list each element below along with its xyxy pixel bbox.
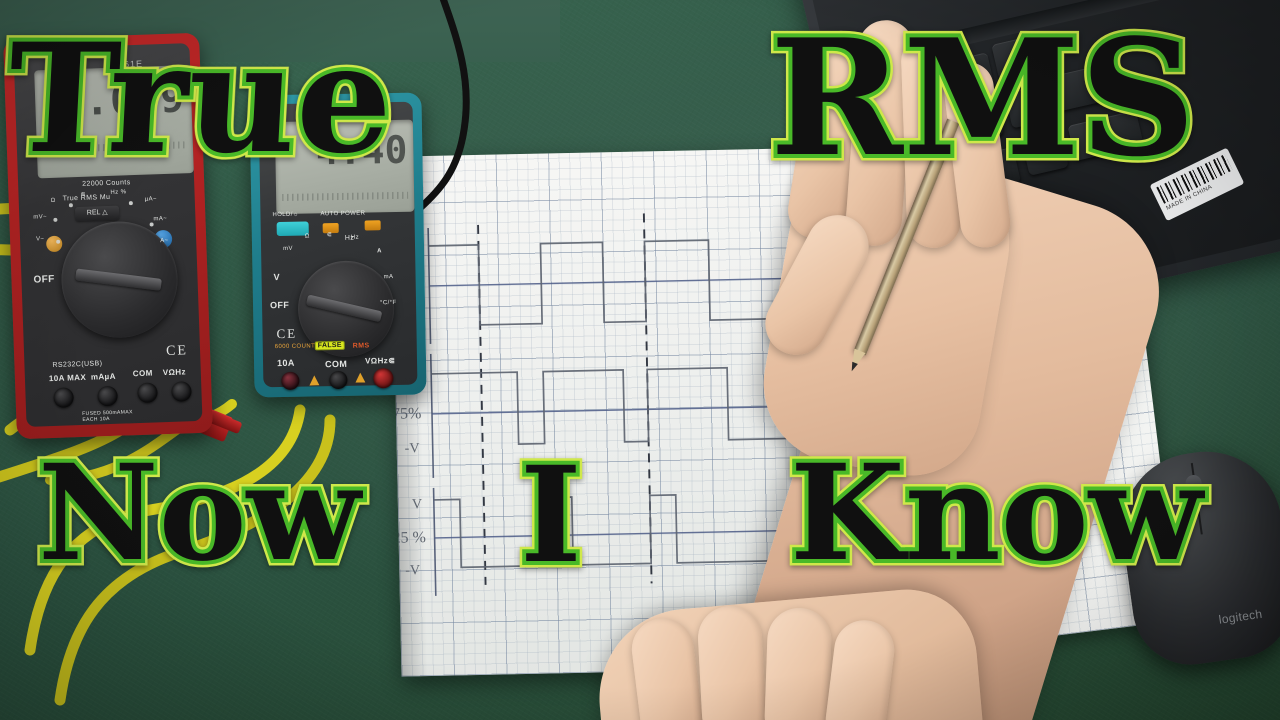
red-jack-vohmhz[interactable]: [171, 381, 192, 402]
plot-50-zeroline: [429, 277, 794, 287]
red-meter-counts: 22000 Counts: [82, 179, 131, 188]
red-dial-diode: ⋐: [80, 191, 87, 198]
teal-meter-ce: CE: [276, 325, 298, 342]
plot-75-zeroline: [431, 405, 796, 415]
plot-25-waveform: [433, 493, 800, 569]
teal-meter-bargraph: [282, 191, 409, 201]
plot-25-percent-label: 25 %: [392, 529, 426, 547]
plot-25-bottom-label: -V: [405, 563, 420, 578]
key-blank-7[interactable]: [1021, 131, 1069, 176]
plot-50-waveform: [428, 239, 795, 326]
teal-dial-ohm: Ω: [304, 233, 310, 240]
teal-dial-hz: Hz: [350, 234, 360, 241]
teal-jack-10a[interactable]: [281, 371, 300, 391]
red-dial-dot-3: [68, 203, 73, 208]
teal-jack-label-vohmhz: VΩHz⋐: [364, 356, 396, 366]
teal-warning-triangle-2: [355, 373, 365, 383]
red-meter-face: UT61E 1.039 AUTO 22000 Counts True RMS M…: [13, 43, 203, 427]
teal-dial-mv: mV: [283, 245, 293, 252]
teal-jack-vohmhz[interactable]: [373, 368, 394, 389]
left-finger-3: [763, 606, 833, 720]
red-jack-label-maua: mAµA: [90, 371, 116, 382]
teal-dial-temp: °C/°F: [379, 299, 397, 307]
plot-75-waveform: [431, 366, 797, 445]
plot-75-bottom-label: -V: [405, 441, 420, 456]
red-jack-10a[interactable]: [53, 387, 74, 408]
red-dial-hz: Hz %: [110, 189, 127, 196]
red-multimeter[interactable]: UT61E 1.039 AUTO 22000 Counts True RMS M…: [3, 32, 213, 440]
red-dial-dot-4: [128, 201, 133, 206]
red-meter-lcd: 1.039 AUTO: [34, 65, 194, 179]
timing-dash-1: [477, 224, 487, 585]
teal-dial-ma: mA: [383, 274, 394, 281]
teal-dial-v: V: [273, 272, 281, 283]
red-dial-dot-2: [53, 217, 58, 222]
yellow-lead-3: [24, 404, 306, 656]
plot-75-yaxis: [429, 353, 435, 478]
red-meter-dial-pointer: [75, 268, 162, 291]
red-meter-rms-label: True RMS Mu: [62, 193, 111, 203]
key-spacebar[interactable]: [1067, 110, 1144, 162]
key-blank-2[interactable]: [1004, 84, 1052, 129]
teal-meter-lcd: 4.40: [274, 119, 415, 215]
red-jack-label-com: COM: [132, 368, 153, 379]
teal-meter-orange-button-2[interactable]: [364, 220, 381, 231]
plot-25-yaxis: [432, 487, 437, 596]
left-finger-2: [696, 604, 768, 720]
yellow-lead-4: [54, 414, 336, 706]
red-jack-label-10a: 10A MAX: [48, 372, 87, 384]
mouse-brand-label: logitech: [1217, 606, 1264, 627]
teal-meter-hold-label: HOLD/☼: [272, 211, 299, 219]
teal-meter-reading: 4.40: [315, 127, 408, 174]
red-meter-auto: AUTO: [44, 127, 67, 138]
teal-jack-com[interactable]: [329, 370, 348, 390]
mouse-scroll-wheel[interactable]: [1184, 473, 1205, 506]
red-jack-label-vohmhz: VΩHz: [162, 367, 187, 378]
key-blank-8[interactable]: [1051, 63, 1115, 112]
plot-25-top-label: V: [412, 497, 422, 512]
red-meter-bargraph: [42, 141, 187, 154]
teal-meter-autopower-label: AUTO POWER: [320, 210, 366, 218]
red-meter-reading: 1.039: [59, 75, 187, 126]
red-meter-rel-button[interactable]: REL △: [74, 205, 120, 222]
teal-meter-rms-printed: RMS: [352, 342, 370, 350]
red-dial-dot-5: [149, 222, 154, 227]
teal-jack-label-10a: 10A: [276, 357, 295, 369]
black-cable: [416, 0, 470, 212]
plot-25-zeroline: [434, 529, 799, 539]
teal-warning-triangle-1: [309, 375, 319, 385]
red-meter-serial-label: RS232C(USB): [52, 360, 103, 370]
false-rms-sticker: FALSE: [314, 340, 345, 351]
red-dial-ma: mA~: [153, 215, 168, 223]
teal-meter-dial-pointer: [305, 294, 383, 323]
red-dial-a: A~: [160, 237, 169, 245]
plot-75: V 75% -V: [392, 353, 797, 478]
red-jack-com[interactable]: [137, 382, 158, 404]
red-dial-ohm: Ω: [50, 197, 56, 204]
teal-jack-label-com: COM: [324, 358, 348, 370]
red-jack-maua[interactable]: [97, 385, 118, 407]
red-dial-v: V~: [35, 236, 45, 243]
teal-dial-off: OFF: [269, 299, 290, 311]
plot-75-percent-label: 75%: [392, 405, 422, 423]
red-meter-fuse-note: FUSED 500mAMAX EACH 10A: [82, 409, 133, 424]
red-meter-ce: CE: [165, 343, 189, 360]
teal-dial-a: A: [377, 248, 382, 255]
red-dial-off: OFF: [33, 273, 55, 286]
teal-dial-diode: ⋐: [326, 232, 333, 239]
plot-25: V 25 % -V: [392, 487, 800, 596]
red-dial-ua: µA~: [144, 196, 158, 203]
red-dial-mv: mV~: [33, 214, 48, 221]
red-meter-orange-button[interactable]: [45, 235, 63, 253]
key-blank-3[interactable]: [991, 36, 1039, 81]
teal-meter-counts: 6000 COUNTS: [274, 343, 320, 351]
